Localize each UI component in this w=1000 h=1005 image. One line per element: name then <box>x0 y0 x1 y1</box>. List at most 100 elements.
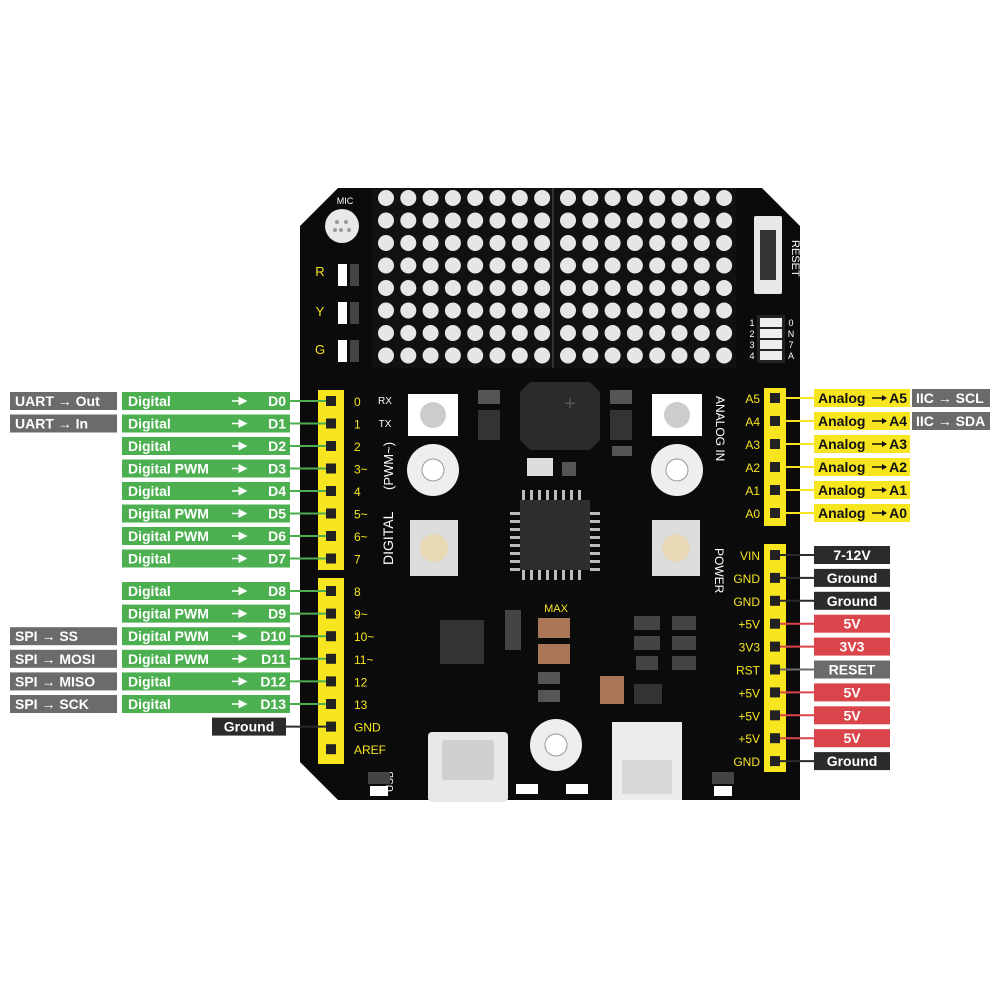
pin-function: Ground <box>827 570 878 586</box>
dip-switch[interactable] <box>757 315 785 363</box>
matrix-led <box>511 257 528 274</box>
matrix-led <box>560 280 576 296</box>
iic-text: IIC → SCL <box>916 390 984 406</box>
mic <box>325 209 359 243</box>
pin-target: D5 <box>268 506 286 522</box>
header-pin <box>326 721 336 732</box>
matrix-led <box>400 280 417 296</box>
matrix-led <box>560 325 576 341</box>
pin-target: A4 <box>889 413 907 429</box>
matrix-led <box>671 212 688 229</box>
power-pin-label: 5V <box>814 683 890 702</box>
matrix-led <box>582 257 599 274</box>
alt-function-label: SPI → MOSI <box>10 649 117 668</box>
pin-number: +5V <box>738 732 760 746</box>
svg-text:+: + <box>564 393 576 415</box>
header-pin <box>770 550 780 560</box>
matrix-led <box>649 257 666 274</box>
usb-c-port[interactable] <box>428 732 508 802</box>
header-pin <box>326 586 336 596</box>
alt-function-text: SPI → MOSI <box>15 651 95 667</box>
header-pin <box>770 416 780 426</box>
pin-number: 12 <box>354 675 368 689</box>
matrix-led <box>444 347 461 364</box>
usb-chip <box>440 620 484 664</box>
matrix-led <box>604 190 621 206</box>
pin-function: RESET <box>829 662 876 678</box>
matrix-led <box>626 302 643 319</box>
pin-function: 3V3 <box>840 639 865 655</box>
right-button[interactable] <box>652 520 700 576</box>
pin-number: GND <box>733 595 760 609</box>
alt-function-text: SPI → SCK <box>15 696 89 712</box>
pin-number: A1 <box>745 484 760 498</box>
max-label: MAX <box>544 603 569 615</box>
matrix-led <box>693 325 710 341</box>
pin-number: A0 <box>745 507 760 521</box>
alt-function-label: UART → In <box>10 414 117 433</box>
matrix-led <box>626 325 643 341</box>
matrix-led <box>489 257 506 274</box>
jst-connector[interactable] <box>612 722 682 800</box>
header-pin <box>770 393 780 403</box>
power-pin-label: Ground <box>814 568 890 587</box>
matrix-led <box>716 347 733 364</box>
header-pin <box>326 744 336 755</box>
pin-number: GND <box>354 721 381 735</box>
pin-function: Digital <box>128 438 171 454</box>
power-pin-label: Ground <box>814 591 890 610</box>
matrix-led <box>649 190 666 206</box>
led-r-label: R <box>315 264 324 279</box>
pin-number: VIN <box>740 549 760 563</box>
pin-function: 5V <box>843 730 861 746</box>
pin-number: A5 <box>745 392 760 406</box>
pin-number: 1 <box>354 418 361 432</box>
pin-function: Analog <box>818 459 865 475</box>
matrix-led <box>400 190 417 206</box>
rx-label: RX <box>378 396 392 407</box>
pin-function: Analog <box>818 482 865 498</box>
matrix-led <box>467 280 484 296</box>
left-button[interactable] <box>410 520 458 576</box>
power-pin-label: 5V <box>814 729 890 748</box>
pin-target: D11 <box>261 651 286 667</box>
matrix-led <box>582 280 599 296</box>
matrix-led <box>671 235 688 251</box>
matrix-led <box>716 235 733 251</box>
matrix-led <box>560 212 576 229</box>
pin-target: D3 <box>268 461 286 477</box>
pin-function: 5V <box>843 684 861 700</box>
pin-function: Analog <box>818 413 865 429</box>
matrix-led <box>671 347 688 364</box>
matrix-led <box>671 280 688 296</box>
header-pin <box>326 418 336 429</box>
header-pin <box>326 676 336 687</box>
header-pin <box>770 485 780 495</box>
pin-number: +5V <box>738 618 760 632</box>
tx-label: TX <box>379 419 392 430</box>
analog-in-label: ANALOG IN <box>713 396 727 461</box>
matrix-led <box>560 235 576 251</box>
header-pin <box>326 699 336 709</box>
pin-target: D8 <box>268 583 286 599</box>
matrix-led <box>400 212 417 229</box>
matrix-led <box>378 190 394 206</box>
pin-function: 5V <box>843 616 861 632</box>
matrix-led <box>671 190 688 206</box>
matrix-led <box>604 347 621 364</box>
pin-target: D12 <box>260 673 286 689</box>
header-pin <box>326 508 336 519</box>
matrix-led <box>716 190 733 206</box>
matrix-led <box>400 235 417 251</box>
reset-button[interactable] <box>754 216 782 294</box>
right-knob <box>651 444 703 496</box>
led-matrix-dots <box>378 190 733 364</box>
matrix-led <box>511 235 528 251</box>
matrix-led <box>534 190 551 206</box>
